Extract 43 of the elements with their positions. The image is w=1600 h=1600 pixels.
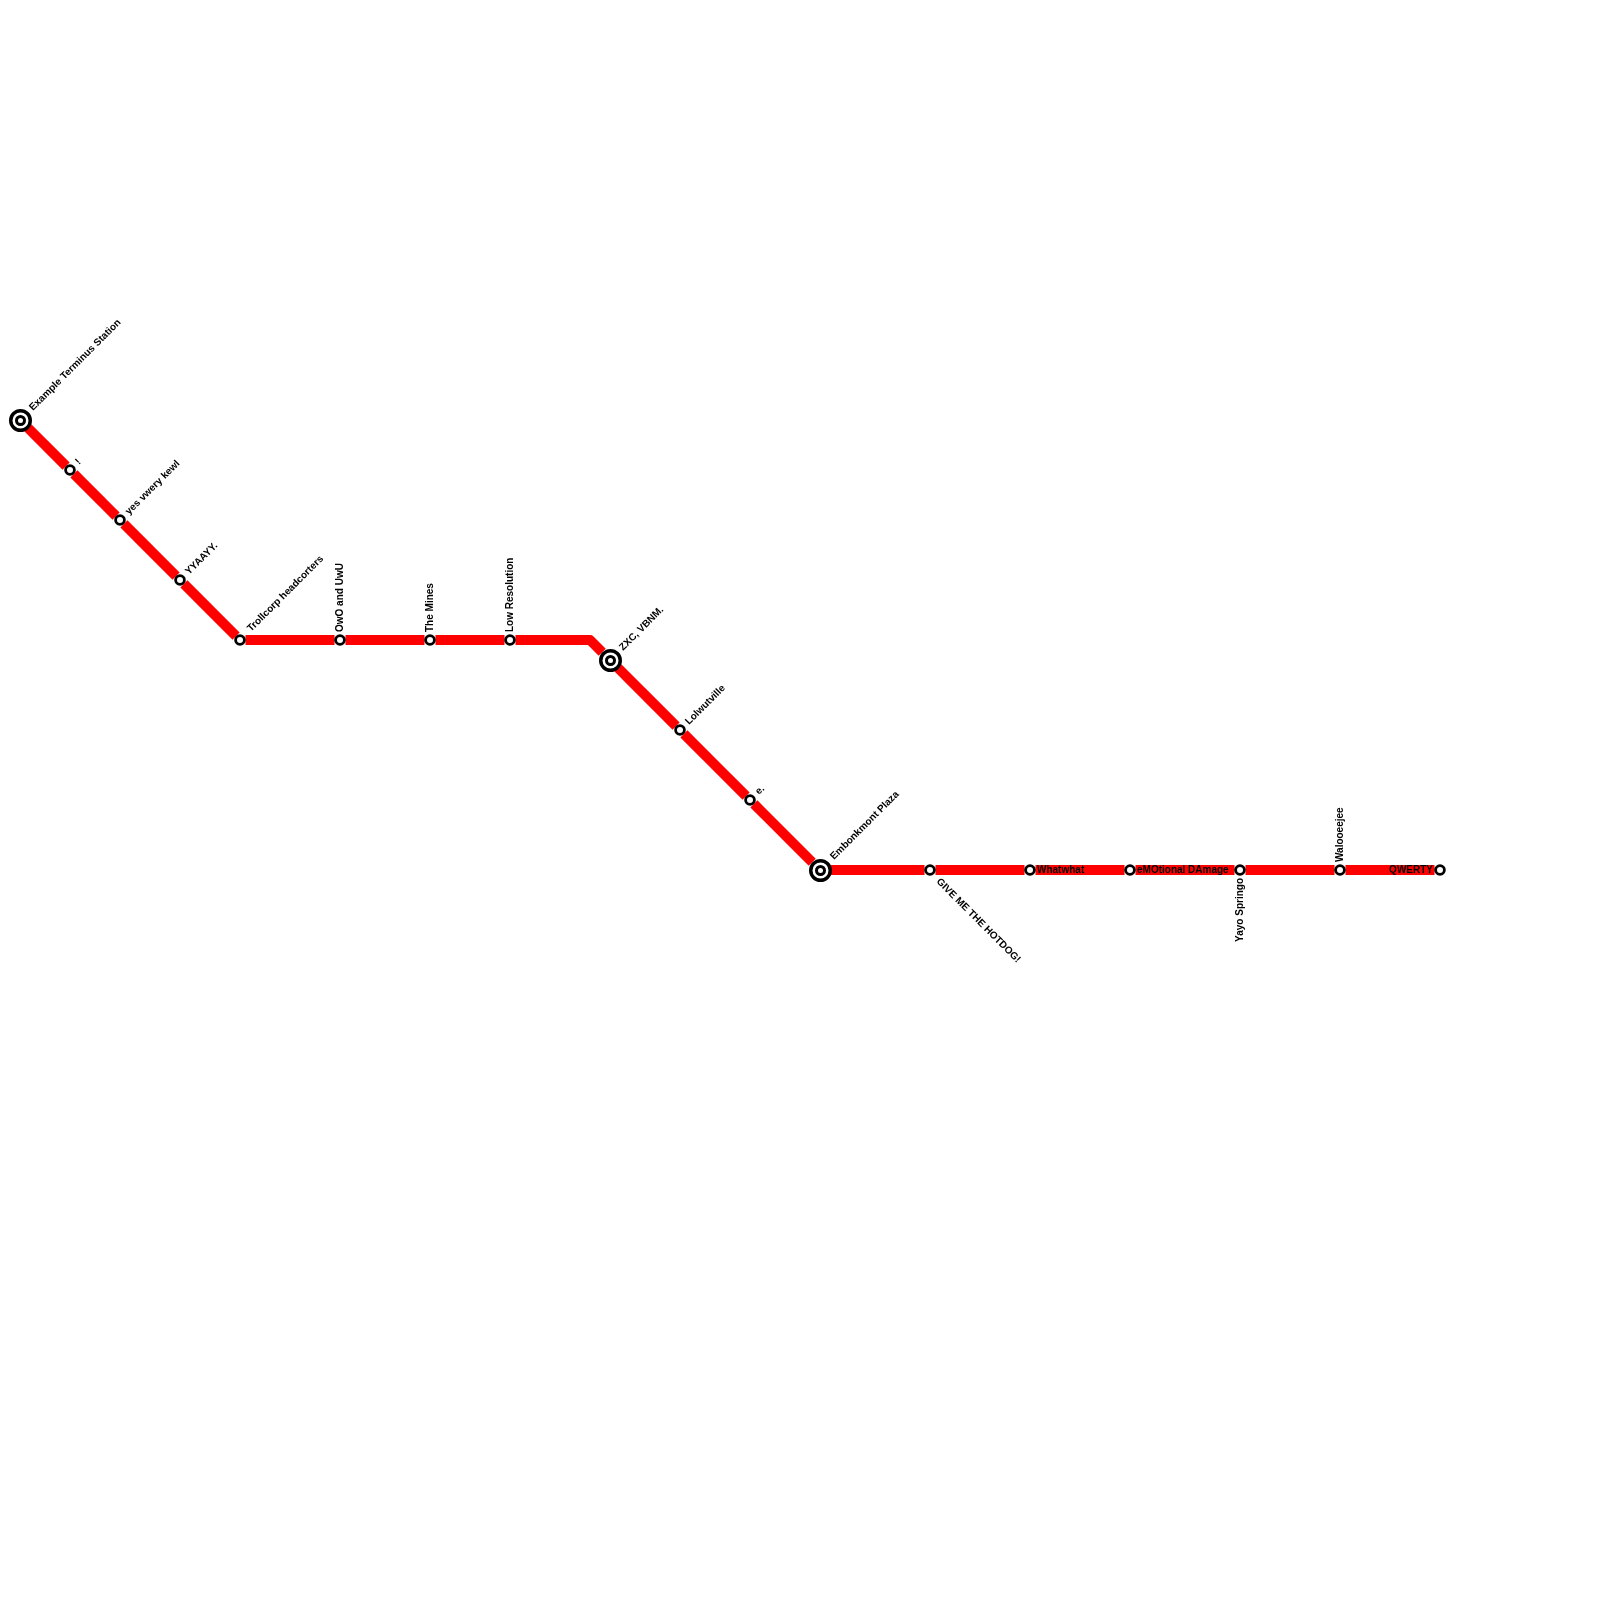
station-label: Whatwhat: [1037, 864, 1085, 876]
metro-line: [180, 580, 240, 640]
station-marker: [64, 464, 76, 476]
metro-line: [1245, 865, 1335, 875]
station-marker: [1024, 864, 1036, 876]
station-marker: [1334, 864, 1346, 876]
metro-line: [345, 635, 425, 645]
station-marker: [744, 794, 756, 806]
metro-line: [120, 520, 180, 580]
metro-line: [24, 424, 70, 470]
interchange-marker: [808, 858, 832, 882]
metro-line: [70, 470, 120, 520]
station-marker: [234, 634, 246, 646]
metro-line: [750, 800, 816, 866]
station-label: e.: [752, 782, 768, 798]
station-label: Walooeejee: [1334, 807, 1346, 862]
station-label: Low Resolution: [504, 557, 516, 632]
station-marker: [334, 634, 346, 646]
station-label: !: [72, 456, 84, 468]
station-label: The Mines: [424, 583, 436, 632]
station-marker: [504, 634, 516, 646]
station-label: Yayo Springo: [1234, 878, 1246, 942]
metro-line: [935, 865, 1025, 875]
metro-line: [680, 730, 750, 800]
station-marker: [174, 574, 186, 586]
station-marker: [1234, 864, 1246, 876]
metro-line: [831, 865, 925, 875]
station-marker: [924, 864, 936, 876]
metro-line: [515, 635, 606, 656]
station-marker: [1124, 864, 1136, 876]
metro-line: [1035, 865, 1125, 875]
metro-line: [245, 635, 335, 645]
station-marker: [424, 634, 436, 646]
station-label: OwO and UwU: [334, 563, 346, 632]
station-marker: [1434, 864, 1446, 876]
metro-line: [1345, 865, 1435, 875]
station-marker: [674, 724, 686, 736]
station-marker: [114, 514, 126, 526]
metro-line: [614, 664, 680, 730]
metro-line: [435, 635, 505, 645]
metro-line: [1135, 865, 1235, 875]
station-label: QWERTY: [1389, 864, 1433, 876]
station-label: eMOtional DAmage: [1137, 864, 1229, 876]
